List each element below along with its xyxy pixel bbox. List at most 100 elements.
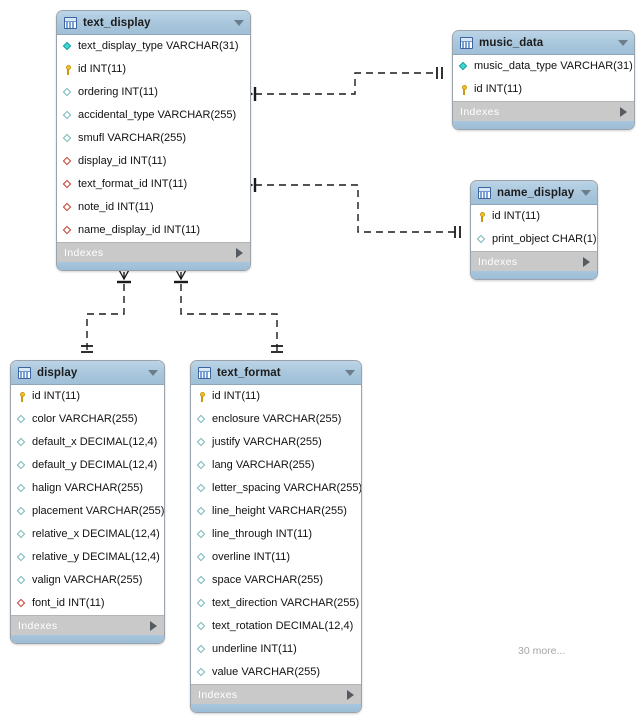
chevron-down-icon[interactable] <box>234 19 244 26</box>
indexes-section-text_format[interactable]: Indexes <box>191 684 361 704</box>
table-icon <box>198 366 211 379</box>
column-diamond-icon <box>197 484 207 494</box>
table-header-name_display[interactable]: name_display <box>471 181 597 205</box>
chevron-down-icon[interactable] <box>581 189 591 196</box>
column-label: line_height VARCHAR(255) <box>212 505 347 517</box>
column-row[interactable]: text_display_type VARCHAR(31) <box>57 35 250 58</box>
column-label: underline INT(11) <box>212 643 297 655</box>
primary-key-icon <box>17 391 27 402</box>
column-row[interactable]: note_id INT(11) <box>57 196 250 219</box>
column-label: justify VARCHAR(255) <box>212 436 322 448</box>
column-diamond-icon <box>17 576 27 586</box>
table-header-text_display[interactable]: text_display <box>57 11 250 35</box>
column-row[interactable]: color VARCHAR(255) <box>11 408 164 431</box>
column-row[interactable]: display_id INT(11) <box>57 150 250 173</box>
onemark-name_display <box>454 226 461 238</box>
expand-indexes-icon[interactable] <box>347 689 354 700</box>
table-header-music_data[interactable]: music_data <box>453 31 634 55</box>
chevron-down-icon[interactable] <box>618 39 628 46</box>
column-row[interactable]: font_id INT(11) <box>11 592 164 615</box>
column-row[interactable]: placement VARCHAR(255) <box>11 500 164 523</box>
indexes-label: Indexes <box>460 105 500 118</box>
column-row[interactable]: default_x DECIMAL(12,4) <box>11 431 164 454</box>
column-row[interactable]: space VARCHAR(255) <box>191 569 361 592</box>
column-row[interactable]: text_direction VARCHAR(255) <box>191 592 361 615</box>
column-row[interactable]: text_format_id INT(11) <box>57 173 250 196</box>
column-diamond-icon <box>17 438 27 448</box>
column-row[interactable]: halign VARCHAR(255) <box>11 477 164 500</box>
column-label: overline INT(11) <box>212 551 291 563</box>
expand-indexes-icon[interactable] <box>236 247 243 258</box>
table-header-display[interactable]: display <box>11 361 164 385</box>
column-row[interactable]: accidental_type VARCHAR(255) <box>57 104 250 127</box>
column-label: accidental_type VARCHAR(255) <box>78 109 237 121</box>
column-row[interactable]: id INT(11) <box>57 58 250 81</box>
column-row[interactable]: valign VARCHAR(255) <box>11 569 164 592</box>
column-row[interactable]: print_object CHAR(1) <box>471 228 597 251</box>
column-row[interactable]: id INT(11) <box>453 78 634 101</box>
column-row[interactable]: line_through INT(11) <box>191 523 361 546</box>
column-diamond-icon <box>197 438 207 448</box>
indexes-section-music_data[interactable]: Indexes <box>453 101 634 121</box>
column-row[interactable]: default_y DECIMAL(12,4) <box>11 454 164 477</box>
column-label: valign VARCHAR(255) <box>32 574 143 586</box>
column-row[interactable]: smufl VARCHAR(255) <box>57 127 250 150</box>
indexes-section-display[interactable]: Indexes <box>11 615 164 635</box>
column-row[interactable]: enclosure VARCHAR(255) <box>191 408 361 431</box>
column-row[interactable]: id INT(11) <box>191 385 361 408</box>
chevron-down-icon[interactable] <box>148 369 158 376</box>
column-diamond-icon <box>63 111 73 121</box>
column-label: id INT(11) <box>212 390 261 402</box>
column-list: id INT(11) enclosure VARCHAR(255) justify … <box>191 385 361 684</box>
column-label: value VARCHAR(255) <box>212 666 321 678</box>
column-row[interactable]: overline INT(11) <box>191 546 361 569</box>
expand-indexes-icon[interactable] <box>150 620 157 631</box>
column-list: music_data_type VARCHAR(31)id INT(11) <box>453 55 634 101</box>
table-header-text_format[interactable]: text_format <box>191 361 361 385</box>
column-row[interactable]: value VARCHAR(255) <box>191 661 361 684</box>
indexes-label: Indexes <box>198 688 238 701</box>
column-row[interactable]: id INT(11) <box>11 385 164 408</box>
column-row[interactable]: music_data_type VARCHAR(31) <box>453 55 634 78</box>
column-row[interactable]: relative_y DECIMAL(12,4) <box>11 546 164 569</box>
foreign-key-diamond-icon <box>63 226 73 236</box>
column-row[interactable]: underline INT(11) <box>191 638 361 661</box>
column-row[interactable]: text_rotation DECIMAL(12,4) <box>191 615 361 638</box>
column-label: text_display_type VARCHAR(31) <box>78 40 239 52</box>
column-row[interactable]: lang VARCHAR(255) <box>191 454 361 477</box>
table-footer <box>191 704 361 712</box>
column-row[interactable]: justify VARCHAR(255) <box>191 431 361 454</box>
column-diamond-icon <box>17 553 27 563</box>
column-row[interactable]: relative_x DECIMAL(12,4) <box>11 523 164 546</box>
edge-text_display-name_display <box>255 184 455 233</box>
indexes-section-text_display[interactable]: Indexes <box>57 242 250 262</box>
column-row[interactable]: letter_spacing VARCHAR(255) <box>191 477 361 500</box>
indexes-section-name_display[interactable]: Indexes <box>471 251 597 271</box>
column-row[interactable]: line_height VARCHAR(255) <box>191 500 361 523</box>
primary-key-icon <box>459 84 469 95</box>
column-label: lang VARCHAR(255) <box>212 459 315 471</box>
expand-indexes-icon[interactable] <box>583 256 590 267</box>
column-diamond-icon <box>197 507 207 517</box>
column-row[interactable]: ordering INT(11) <box>57 81 250 104</box>
column-list: text_display_type VARCHAR(31) id INT(11)o… <box>57 35 250 242</box>
table-icon <box>460 36 473 49</box>
indexes-label: Indexes <box>18 619 58 632</box>
column-label: color VARCHAR(255) <box>32 413 138 425</box>
chevron-down-icon[interactable] <box>345 369 355 376</box>
column-label: placement VARCHAR(255) <box>32 505 165 517</box>
discriminator-diamond-icon <box>459 62 469 72</box>
edge-text_display-display <box>86 272 125 352</box>
column-label: name_display_id INT(11) <box>78 224 201 236</box>
column-row[interactable]: id INT(11) <box>471 205 597 228</box>
column-label: default_x DECIMAL(12,4) <box>32 436 158 448</box>
expand-indexes-icon[interactable] <box>620 106 627 117</box>
column-label: line_through INT(11) <box>212 528 313 540</box>
column-list: id INT(11)print_object CHAR(1) <box>471 205 597 251</box>
column-row[interactable]: name_display_id INT(11) <box>57 219 250 242</box>
